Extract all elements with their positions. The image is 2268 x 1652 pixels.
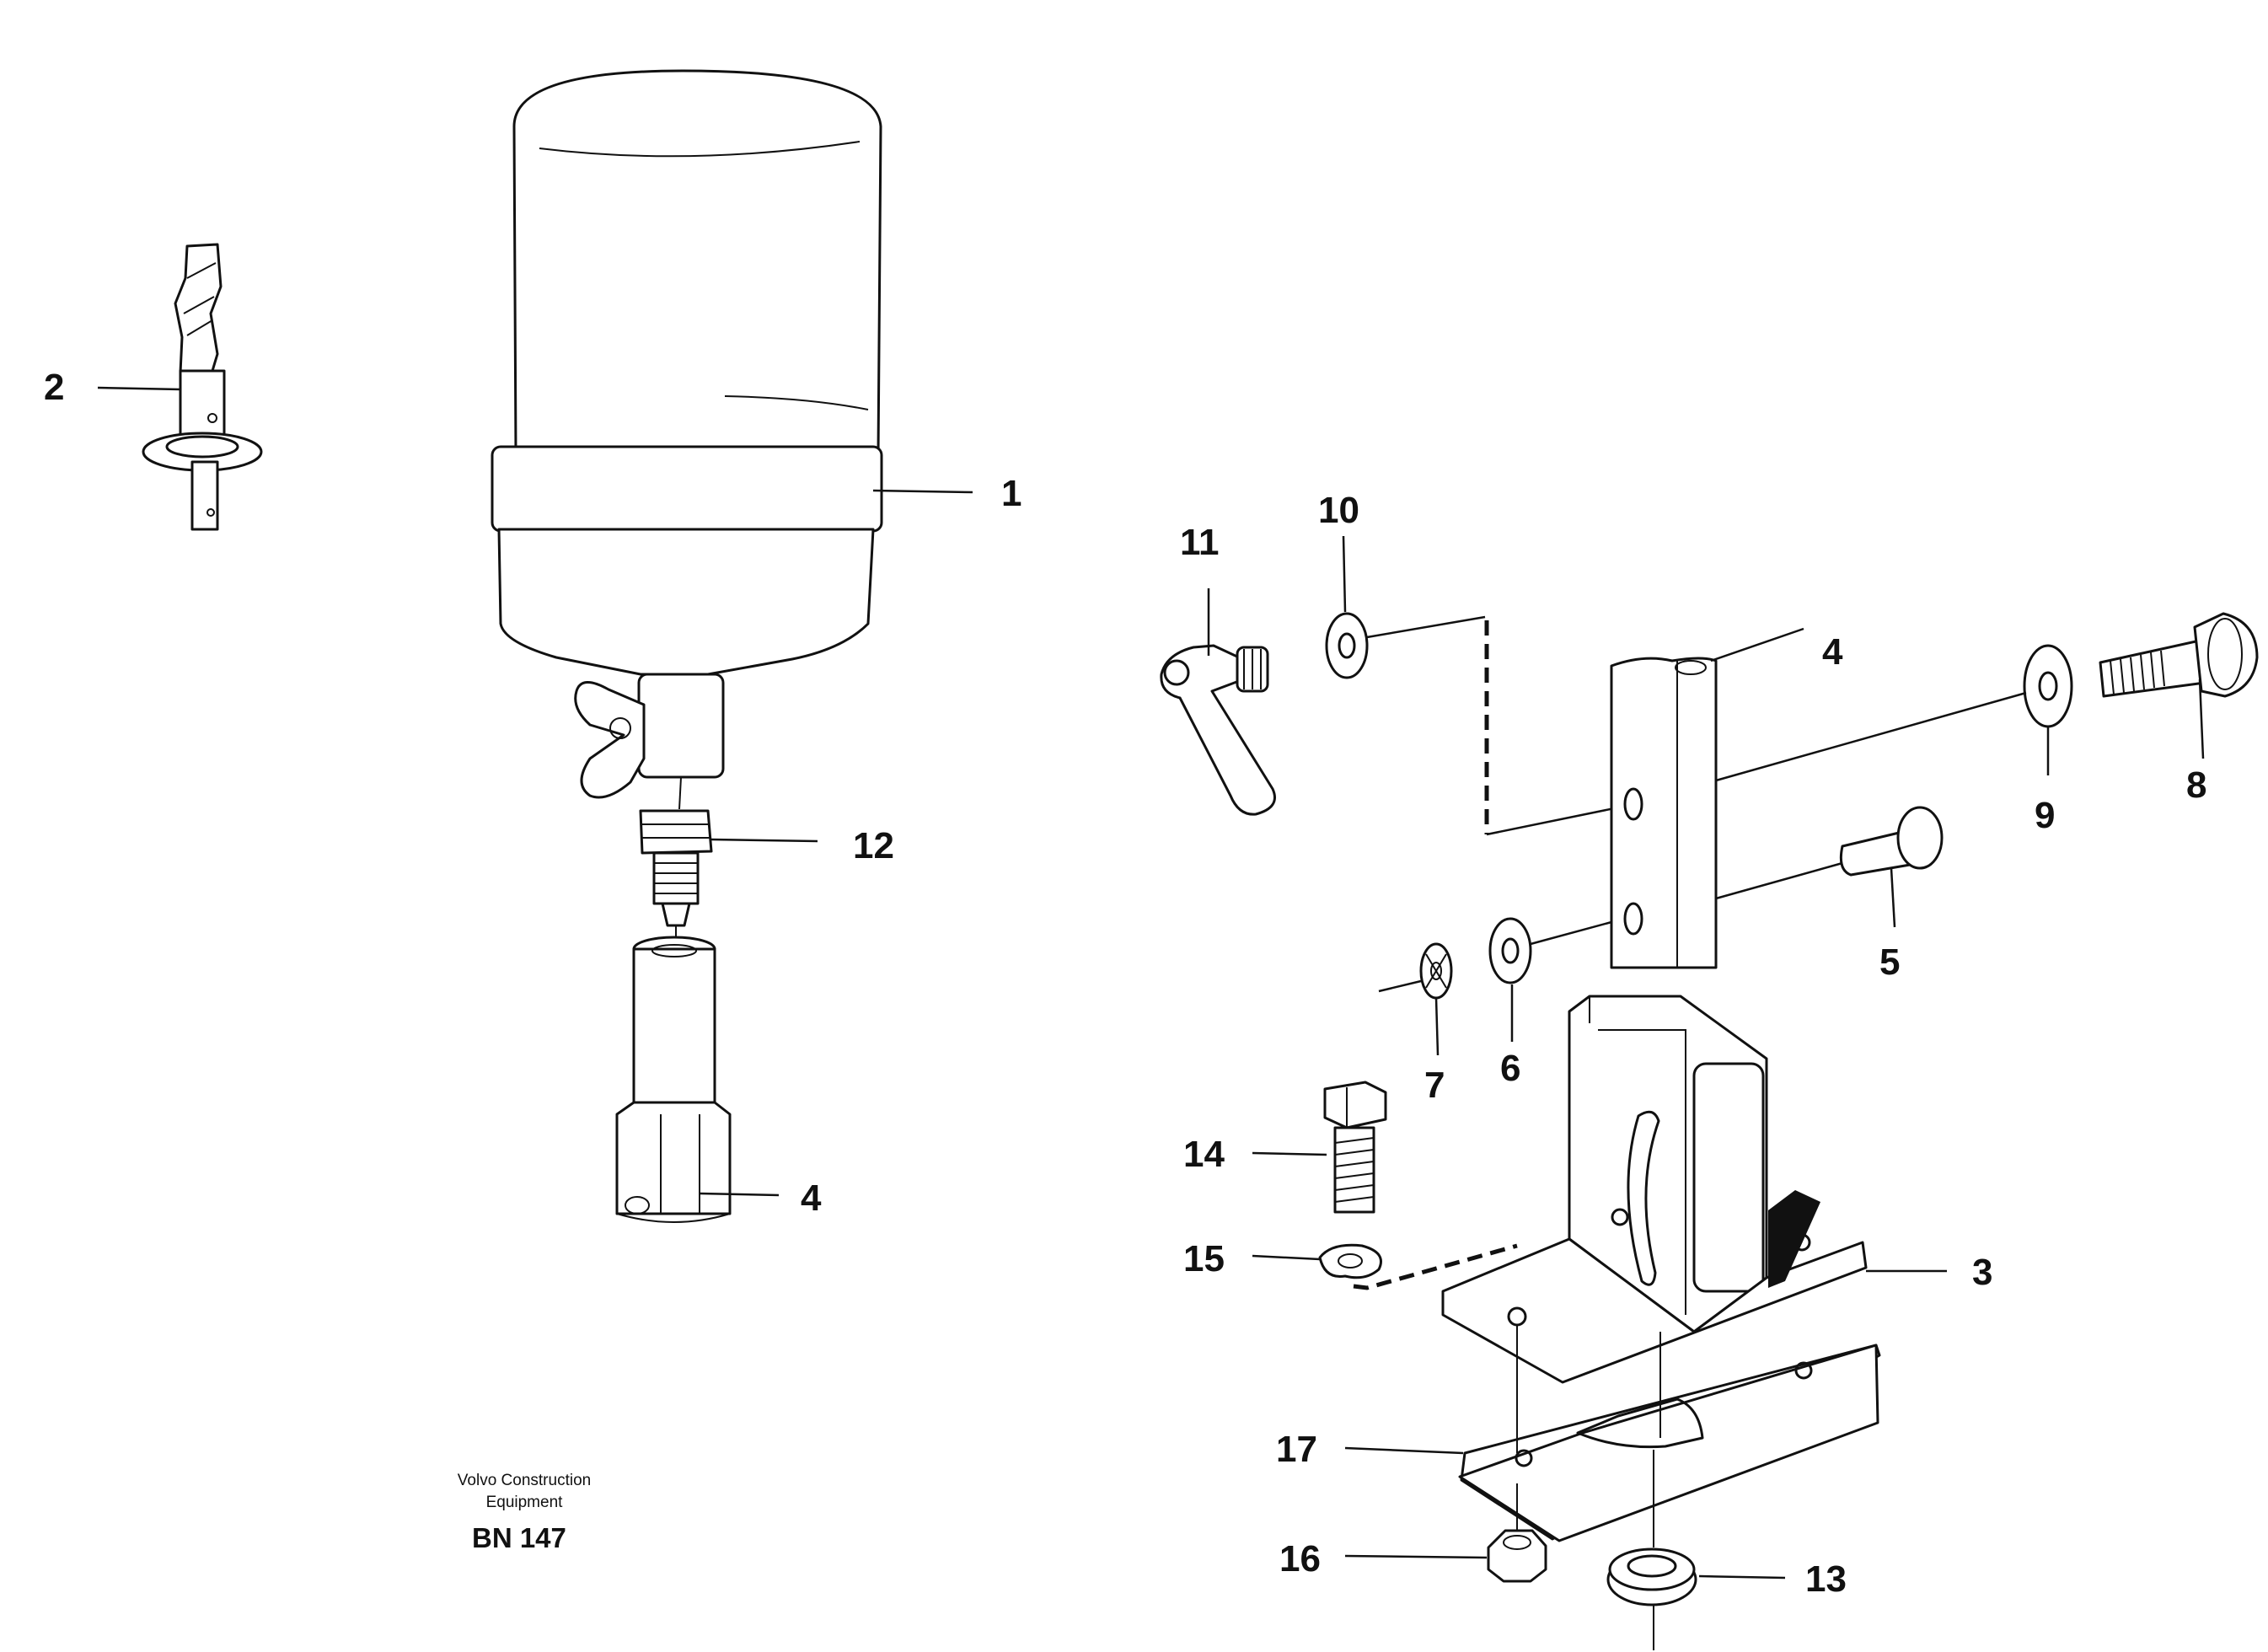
callout-7: 7 [1424,1065,1445,1106]
part-11-lever [1160,644,1276,816]
part-13-grommet [1606,1547,1697,1606]
callout-1: 1 [1001,473,1021,514]
callout-4-lower: 4 [801,1177,822,1219]
callout-5: 5 [1879,941,1900,983]
part-2-pin [142,243,263,531]
figure-caption: Volvo Construction Equipment BN 147 [458,1472,591,1553]
caption-company-line1: Volvo Construction [458,1472,591,1489]
part-12-fitting [639,776,713,942]
callout-11: 11 [1180,522,1220,563]
part-1-reservoir [491,69,883,799]
part-3-bracket [1441,995,1868,1384]
part-5-pin [1839,806,1944,877]
figure-code: BN 147 [472,1522,566,1553]
part-16-nut [1487,1529,1547,1583]
part-8-bolt [2099,612,2259,698]
part-14-screw [1323,1081,1387,1214]
part-9-washer [2023,644,2073,728]
callout-13: 13 [1805,1558,1847,1600]
callout-4-upper: 4 [1822,631,1843,673]
callout-10: 10 [1318,490,1359,531]
part-17-plate [1458,1344,1881,1542]
callout-3: 3 [1972,1252,1992,1293]
part-10-washer [1325,612,1369,679]
caption-company-line2: Equipment [486,1494,564,1511]
leader-lines [97,386,2205,1580]
callout-12: 12 [853,825,894,866]
callout-labels: 2 1 12 4 11 10 4 9 8 5 7 6 14 15 3 17 16… [44,367,2206,1600]
callout-14: 14 [1183,1134,1225,1175]
callout-17: 17 [1276,1429,1317,1470]
callout-6: 6 [1500,1048,1520,1089]
callout-8: 8 [2186,764,2206,806]
part-4-slide-bar [1610,657,1718,969]
part-4-tube [615,936,732,1223]
part-7-lock-washer [1419,942,1453,1000]
callout-15: 15 [1183,1238,1225,1279]
part-6-washer [1488,917,1532,984]
callout-2: 2 [44,367,64,408]
callout-9: 9 [2035,795,2055,836]
part-15-lock-washer [1318,1243,1382,1279]
callout-16: 16 [1279,1538,1321,1580]
